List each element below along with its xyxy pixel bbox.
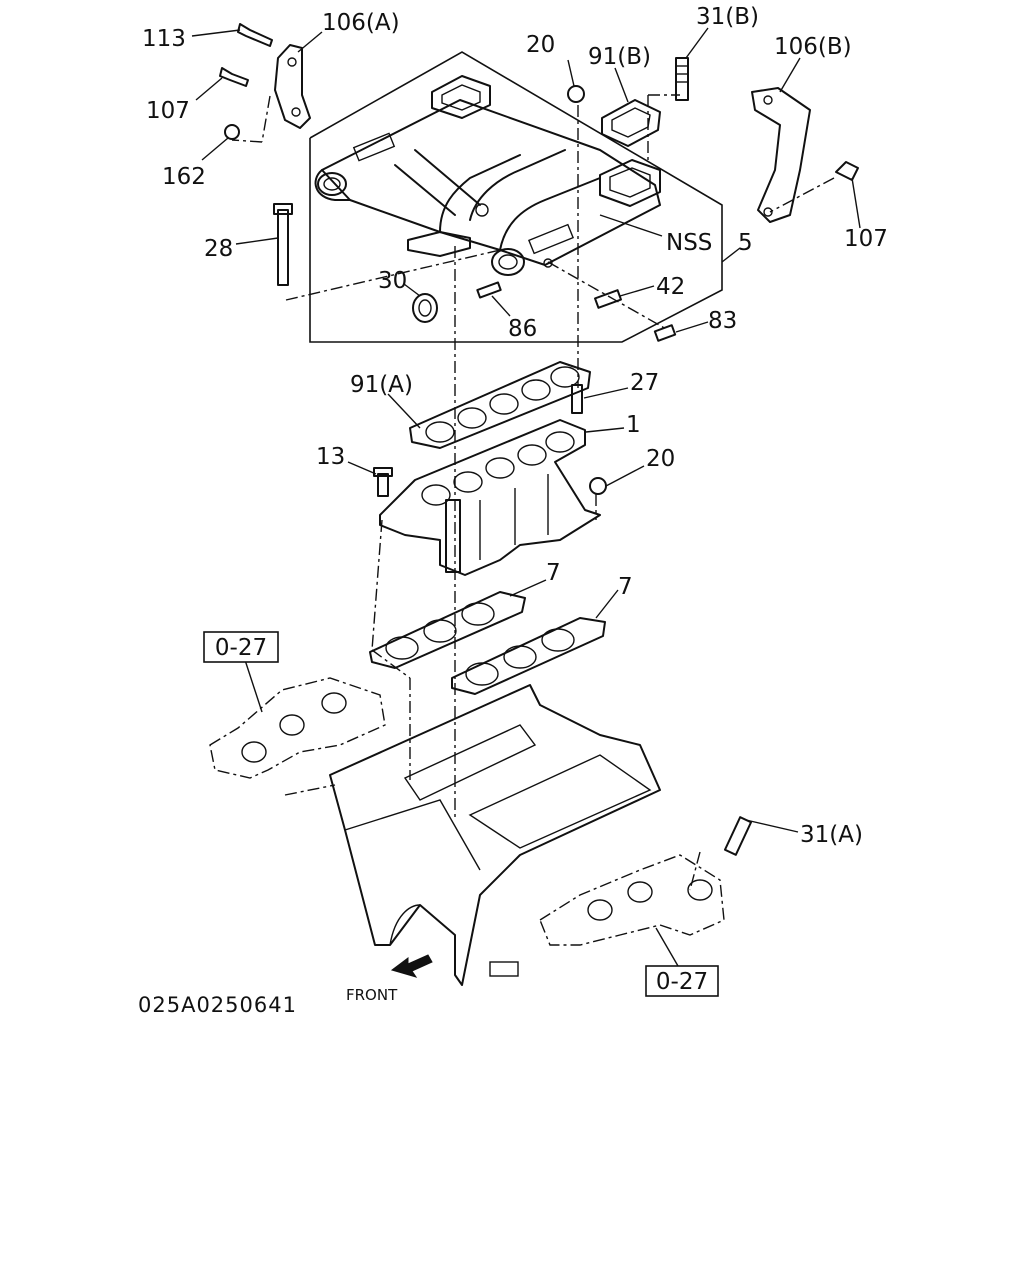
label-30: 30 [378,268,407,294]
label-107-left: 107 [146,98,190,124]
label-91a: 91(A) [350,372,413,398]
label-5: 5 [738,230,753,256]
leader-lines [191,27,861,967]
label-1: 1 [626,412,641,438]
gasket-91b [601,99,661,147]
label-7-lower: 7 [618,574,633,600]
callout-labels: 113 106(A) 107 162 20 91(B) 31(B) 106(B)… [142,4,888,848]
label-113: 113 [142,26,186,52]
manifold-gaskets-7 [369,591,606,695]
label-31a: 31(A) [800,822,863,848]
gasket-91a [409,361,591,449]
stud-31b [675,57,689,101]
upper-intake-plenum [314,75,661,276]
label-nss: NSS [666,230,712,256]
front-arrow-icon [390,954,433,978]
bracket-106a [274,44,311,129]
label-106b: 106(B) [774,34,852,60]
label-106a: 106(A) [322,10,400,36]
label-107-right: 107 [844,226,888,252]
label-13: 13 [316,444,345,470]
label-91b: 91(B) [588,44,651,70]
label-31b: 31(B) [696,4,759,30]
label-42: 42 [656,274,685,300]
label-83: 83 [708,308,737,334]
label-27: 27 [630,370,659,396]
label-86: 86 [508,316,537,342]
upper-intake-frame [309,51,723,343]
alignment-lines [231,94,835,891]
exhaust-manifold-left [209,677,386,779]
label-20-lower: 20 [646,446,675,472]
ref-label-bottom: 0-27 [656,969,708,995]
bracket-106b [751,87,811,223]
label-28: 28 [204,236,233,262]
exhaust-manifold-right [539,816,753,946]
diagram-code: 025A0250641 [138,993,297,1017]
ref-label-top: 0-27 [215,635,267,661]
ref-box-bottom[interactable]: 0-27 [645,965,719,997]
label-20-top: 20 [526,32,555,58]
lower-intake-manifold [379,419,601,576]
ref-box-top[interactable]: 0-27 [203,631,279,663]
small-hardware [219,23,859,497]
engine-block [329,684,661,986]
front-label: FRONT [346,986,398,1004]
label-7-upper: 7 [546,560,561,586]
label-162: 162 [162,164,206,190]
